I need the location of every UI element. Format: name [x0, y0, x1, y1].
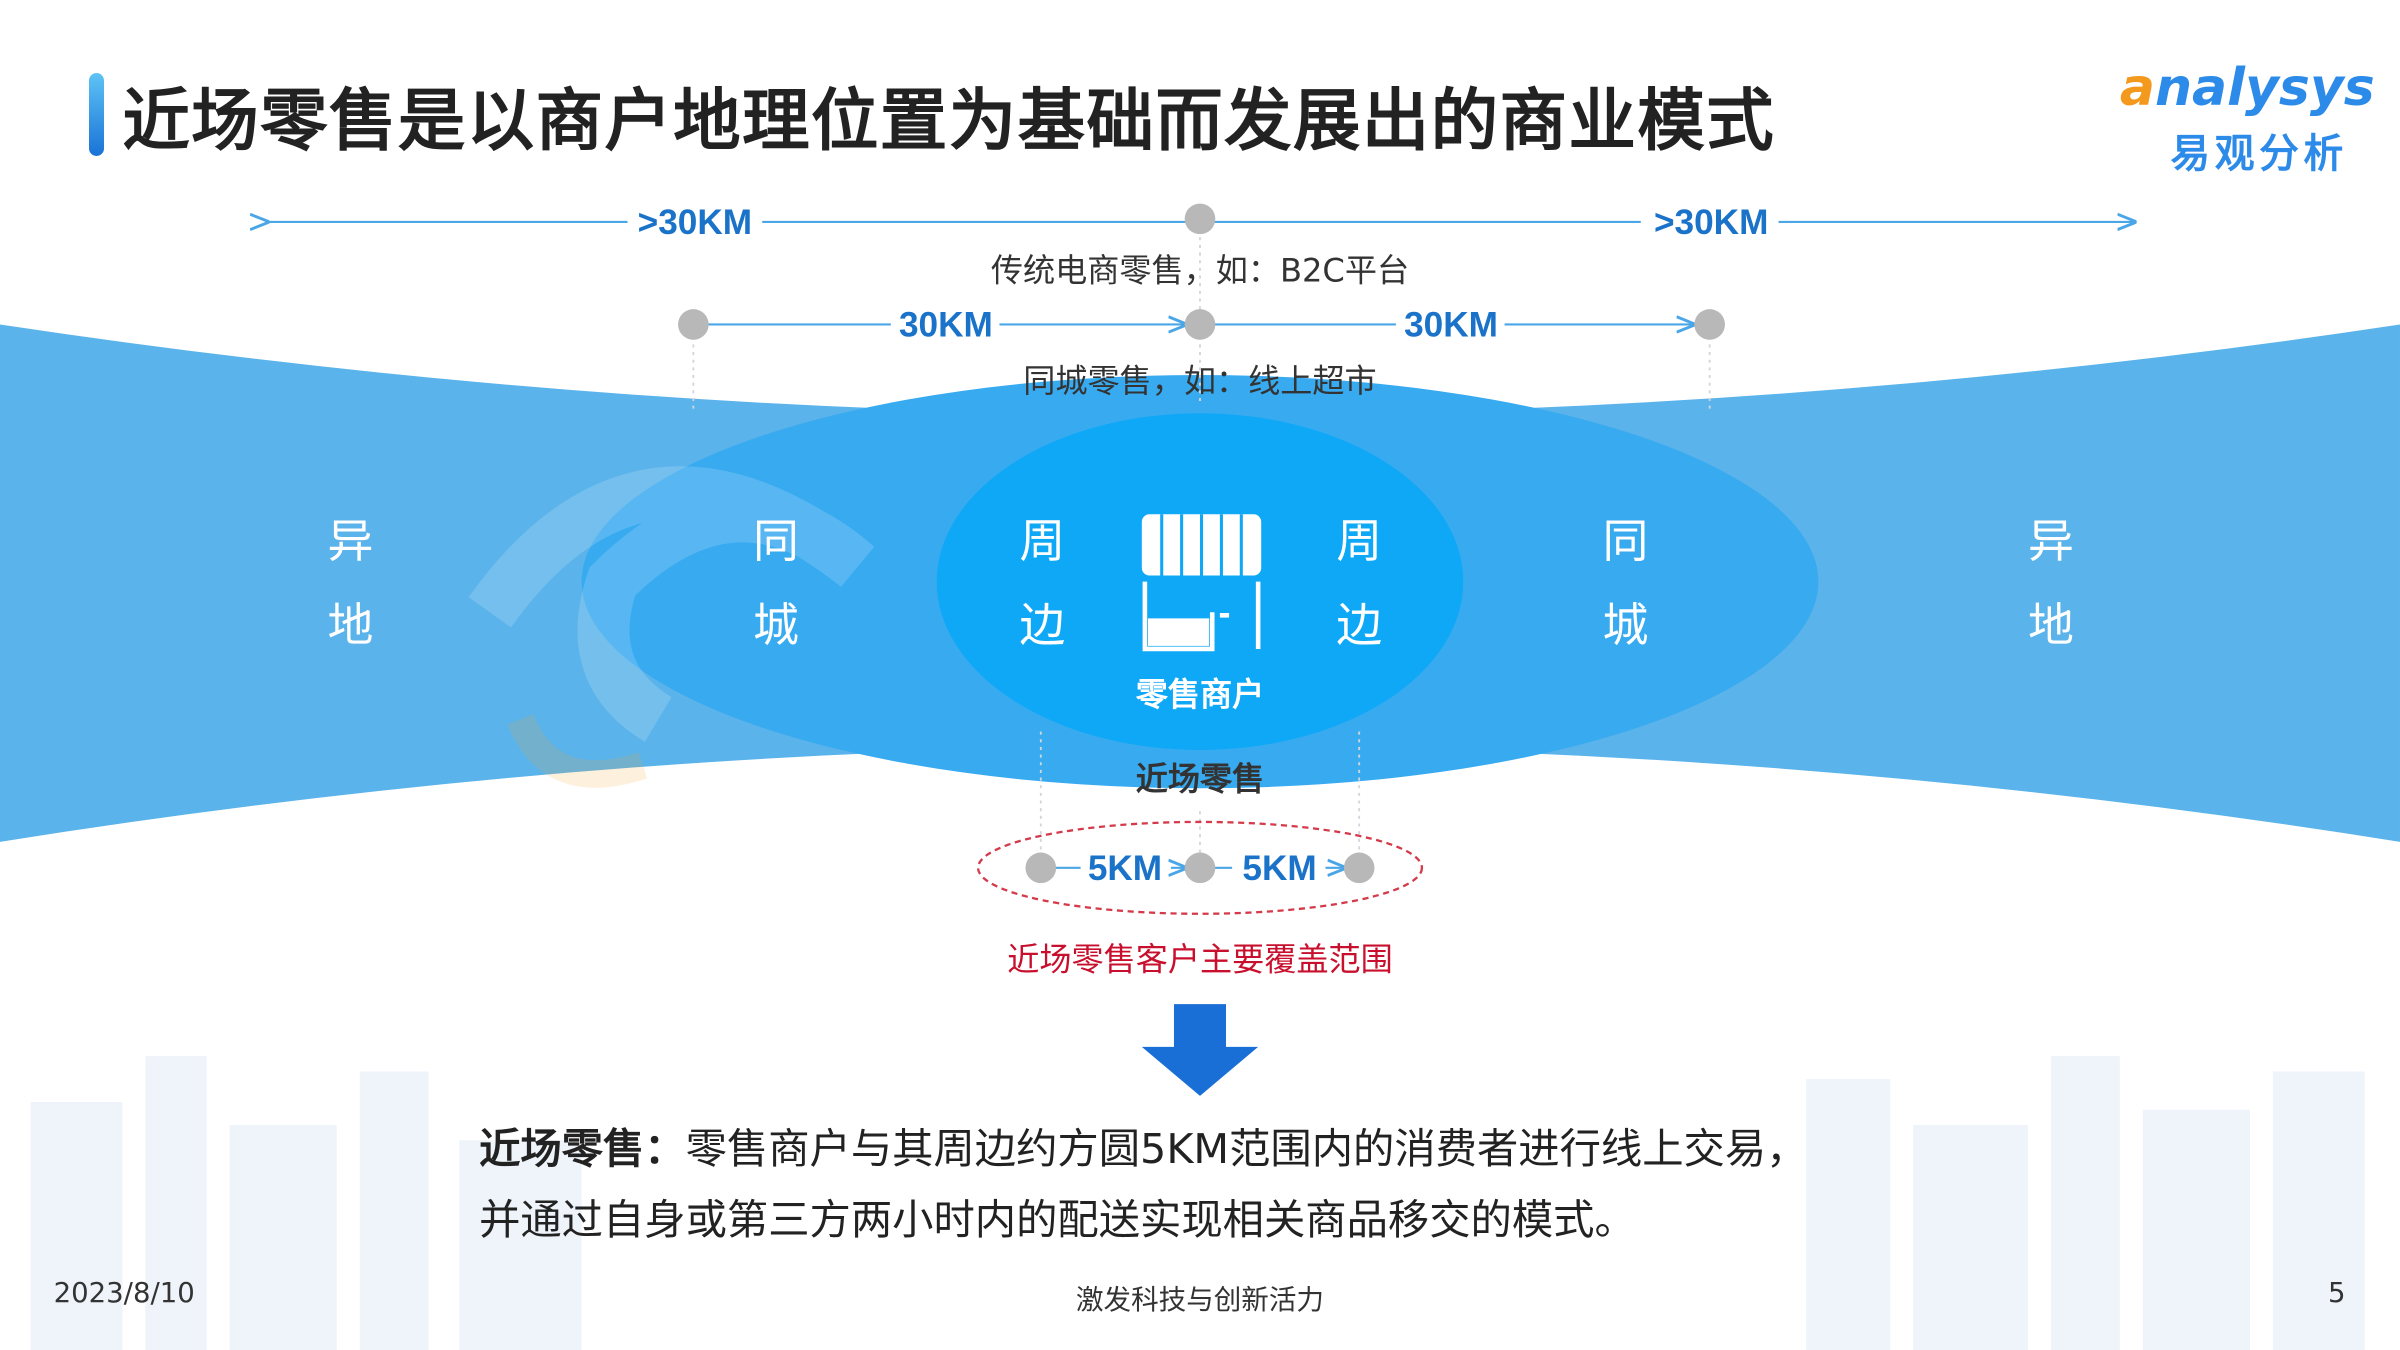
- traditional-retail-caption: 传统电商零售，如：B2C平台: [991, 252, 1409, 290]
- proximity-retail-label: 近场零售: [1136, 760, 1265, 798]
- near-label-left: 5KM: [1088, 849, 1162, 888]
- near-zone-ellipse: [936, 413, 1464, 750]
- title-accent-bar: [88, 73, 105, 157]
- city-label-right: 30KM: [1404, 306, 1498, 345]
- far-label-right: >30KM: [1654, 203, 1768, 242]
- far-label-left: >30KM: [638, 203, 752, 242]
- zone-near-left: 周边: [1019, 513, 1066, 653]
- down-arrow: [1141, 1004, 1259, 1096]
- definition-line-1: 零售商户与其周边约方圆5KM范围内的消费者进行线上交易，: [685, 1125, 1808, 1174]
- footer-slogan: 激发科技与创新活力: [1076, 1283, 1324, 1316]
- zone-city-left: 同城: [753, 513, 799, 653]
- definition-term: 近场零售：: [479, 1125, 686, 1174]
- coverage-ellipse: [976, 820, 1424, 915]
- coverage-caption: 近场零售客户主要覆盖范围: [1007, 940, 1393, 978]
- scale-dots: [678, 203, 1725, 340]
- coverage-dots: [1025, 852, 1375, 884]
- zone-near-right: 周边: [1336, 513, 1383, 653]
- definition-text: 近场零售：零售商户与其周边约方圆5KM范围内的消费者进行线上交易， 并通过自身或…: [479, 1114, 1807, 1255]
- page-number: 5: [2328, 1276, 2346, 1309]
- logo-chinese-name: 易观分析: [2170, 131, 2348, 178]
- page-title: 近场零售是以商户地理位置为基础而发展出的商业模式: [122, 81, 1776, 161]
- merchant-label: 零售商户: [1136, 676, 1265, 714]
- zone-city-right: 同城: [1602, 513, 1649, 653]
- store-icon: [1141, 514, 1262, 652]
- guide-lines: [692, 229, 1711, 858]
- skyline-background: [30, 1056, 2365, 1350]
- city-label-left: 30KM: [899, 306, 993, 345]
- zone-remote-left: 异地: [327, 513, 374, 653]
- zone-remote-right: 异地: [2028, 513, 2074, 653]
- city-retail-caption: 同城零售，如：线上超市: [1023, 362, 1376, 400]
- footer-date: 2023/8/10: [53, 1276, 195, 1309]
- watermark: [468, 466, 875, 788]
- definition-line-2: 并通过自身或第三方两小时内的配送实现相关商品移交的模式。: [479, 1195, 1636, 1244]
- near-label-right: 5KM: [1242, 849, 1316, 888]
- analysys-logo: analysys: [2119, 58, 2375, 119]
